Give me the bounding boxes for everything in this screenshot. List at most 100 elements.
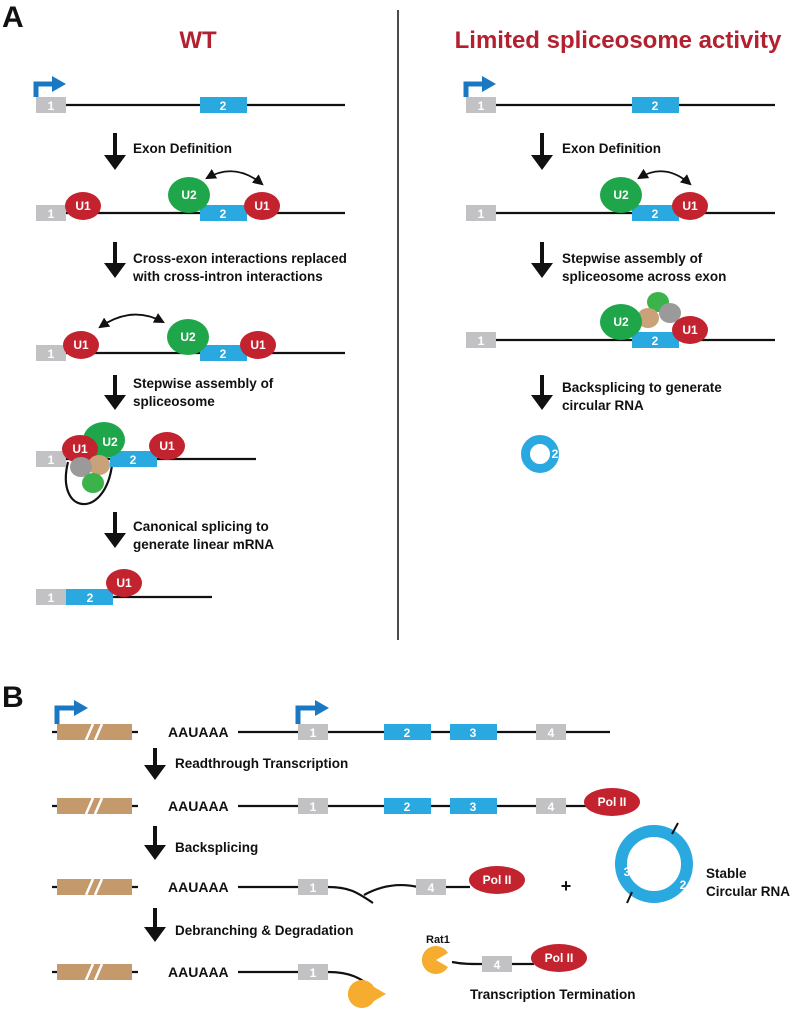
exon-2-label: 2 (652, 207, 659, 221)
exon-4-label: 4 (494, 958, 501, 972)
exon-2-label: 2 (220, 99, 227, 113)
exon-2 (632, 205, 679, 221)
exon-1-label: 1 (310, 966, 317, 980)
wt-step-4b: generate linear mRNA (133, 537, 274, 552)
exon-1 (36, 97, 66, 113)
pol-ii (584, 788, 640, 816)
b-gene-row-2: AAUAAA 1 2 3 4 Pol II (52, 788, 640, 816)
upstream-gene (57, 798, 132, 814)
pol-ii (469, 866, 525, 894)
exon-2 (632, 332, 679, 348)
b-gene-row-3: AAUAAA 1 4 Pol II (52, 866, 525, 904)
rat1-pacman-icon (421, 946, 448, 975)
exon-1 (466, 332, 496, 348)
promoter-arrow-icon (463, 81, 485, 97)
exon-1 (36, 589, 66, 605)
break-marks (84, 963, 104, 981)
plus-sign: + (561, 876, 572, 896)
exon-1 (36, 451, 66, 467)
exon-2 (200, 97, 247, 113)
exon-1-label: 1 (48, 207, 55, 221)
u2-snrnp (168, 177, 210, 213)
down-arrow-icon (104, 155, 126, 170)
break-marks (84, 797, 104, 815)
exon-3-label: 3 (470, 800, 477, 814)
exon-1-label: 1 (48, 453, 55, 467)
exon-2-label: 2 (87, 591, 94, 605)
exon-4-label: 4 (428, 881, 435, 895)
exon-2 (200, 205, 247, 221)
exon-1-label: 1 (478, 207, 485, 221)
exon-1 (298, 724, 328, 740)
u1-snrnp (106, 569, 142, 597)
exon-4-label: 4 (548, 800, 555, 814)
wt-gene-row-4: 1 2 U2 U1 U1 (36, 422, 256, 506)
down-arrow-icon (144, 927, 166, 942)
exon-1-label: 1 (478, 99, 485, 113)
exon-1-label: 1 (48, 99, 55, 113)
limited-title: Limited spliceosome activity (455, 27, 782, 54)
exon-1-label: 1 (310, 800, 317, 814)
exon-2 (110, 451, 157, 467)
exon-1 (298, 798, 328, 814)
down-arrow-icon (531, 263, 553, 278)
exon-1 (36, 345, 66, 361)
exon-2-label: 2 (552, 447, 559, 461)
exon-4 (536, 798, 566, 814)
u1-label: U1 (73, 338, 89, 352)
wt-gene-row-2: 1 2 U1 U2 U1 (36, 169, 345, 221)
wt-step-1: Exon Definition (133, 141, 232, 156)
circular-rna-small: 2 (521, 435, 559, 473)
intron-lariat (64, 461, 114, 506)
u1-snrnp (63, 331, 99, 359)
b-step-1: Readthrough Transcription (175, 756, 348, 771)
exon-2-label: 2 (680, 878, 687, 892)
pol-ii-label: Pol II (545, 951, 574, 965)
panel-b-letter: B (2, 681, 24, 714)
down-arrow-icon (531, 395, 553, 410)
limited-step-3b: circular RNA (562, 398, 644, 413)
u1-label: U1 (682, 199, 698, 213)
exon-2-label: 2 (652, 99, 659, 113)
break-marks (84, 723, 104, 741)
u2-snrnp (600, 177, 642, 213)
limited-gene-row-2: 1 2 U2 U1 (466, 168, 775, 221)
exon-3 (450, 724, 497, 740)
u2-snrnp (167, 319, 209, 355)
limited-gene-row-3: 1 2 U2 U1 (466, 292, 775, 348)
break-marks (84, 878, 104, 896)
down-arrow-icon (144, 765, 166, 780)
b-step-2: Backsplicing (175, 840, 258, 855)
exon-2-label: 2 (220, 347, 227, 361)
u1-snrnp (149, 432, 185, 460)
u1-label: U1 (250, 338, 266, 352)
u1-label: U1 (159, 439, 175, 453)
exon-2 (66, 589, 113, 605)
polya-signal: AAUAAA (168, 879, 229, 895)
splicing-factor (82, 473, 104, 493)
exon-2-label: 2 (130, 453, 137, 467)
termination-group: Rat1 4 Pol II Transcription Termination (421, 934, 636, 1002)
upstream-gene (57, 724, 132, 740)
exon-2-label: 2 (404, 726, 411, 740)
exon-2 (384, 798, 431, 814)
exon-2 (632, 97, 679, 113)
polya-signal: AAUAAA (168, 798, 229, 814)
wt-step-2a: Cross-exon interactions replaced (133, 251, 347, 266)
u1-label: U1 (72, 442, 88, 456)
interaction-arrow-icon (637, 168, 692, 186)
limited-step-1: Exon Definition (562, 141, 661, 156)
u2-label: U2 (613, 188, 629, 202)
u1-snrnp (672, 192, 708, 220)
exon-1-label: 1 (48, 591, 55, 605)
promoter-arrow-icon (54, 705, 78, 724)
limited-gene-row-1: 1 2 (463, 76, 775, 113)
panel-a-letter: A (2, 1, 24, 34)
interaction-arrow-icon (205, 169, 264, 186)
u2-snrnp (600, 304, 642, 340)
down-arrow-icon (104, 395, 126, 410)
splicing-factor (637, 308, 659, 328)
down-arrow-icon (531, 155, 553, 170)
splicing-factor (70, 457, 92, 477)
